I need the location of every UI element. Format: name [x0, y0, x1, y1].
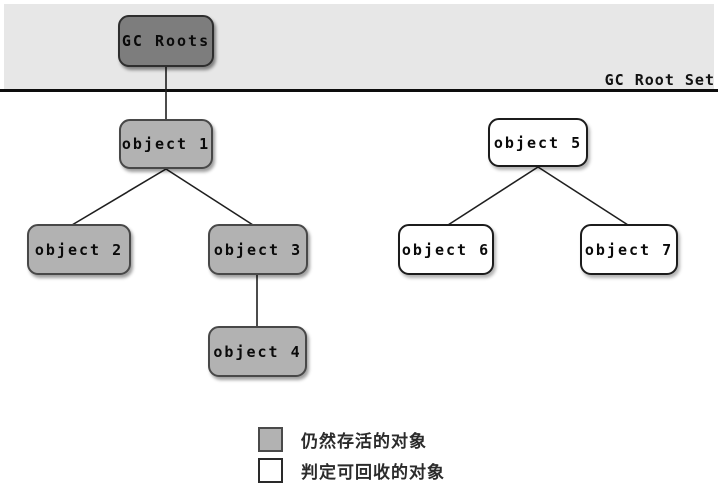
node-object-3: object 3: [208, 224, 308, 275]
recyclable-swatch-icon: [258, 458, 283, 483]
node-object-5: object 5: [488, 118, 588, 167]
legend-item-recyclable: 判定可回收的对象: [258, 457, 445, 484]
gc-root-set-divider: [0, 89, 718, 92]
node-object-2: object 2: [27, 224, 131, 275]
legend-recyclable-label: 判定可回收的对象: [301, 463, 445, 483]
alive-swatch-icon: [258, 427, 283, 452]
gc-root-set-label: GC Root Set: [604, 71, 715, 89]
node-gc-roots: GC Roots: [118, 15, 214, 67]
legend-alive-label: 仍然存活的对象: [301, 432, 427, 452]
node-object-6: object 6: [398, 224, 494, 275]
edge-object1-object2: [71, 168, 167, 226]
legend-item-alive: 仍然存活的对象: [258, 426, 445, 453]
node-object-4: object 4: [208, 326, 307, 377]
edge-object5-object7: [537, 166, 629, 226]
legend: 仍然存活的对象 判定可回收的对象: [258, 426, 445, 488]
node-object-7: object 7: [580, 224, 678, 275]
node-object-1: object 1: [119, 119, 213, 169]
edge-object1-object3: [165, 168, 254, 226]
edge-object5-object6: [447, 166, 539, 226]
